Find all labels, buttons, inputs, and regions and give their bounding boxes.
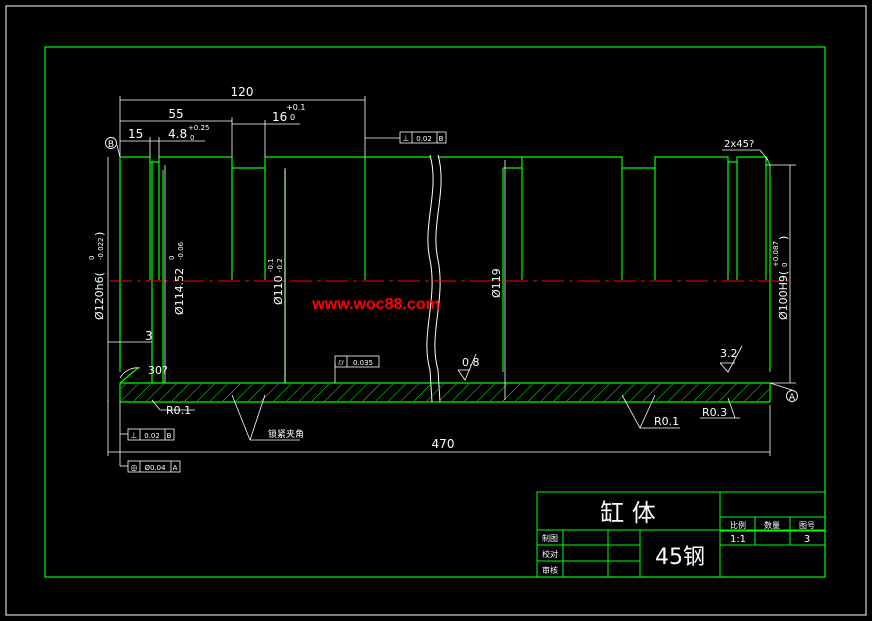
dia-110-tol-lower: -0.2 [276, 258, 284, 272]
fcf-cyl-symbol: ⌭ [338, 358, 344, 367]
fcf-top-datum: B [439, 135, 444, 143]
dia-120-tol-upper: 0 [88, 256, 96, 260]
dia-100-tol-upper: +0.087 [772, 241, 780, 267]
title-row-checked: 校对 [542, 549, 558, 559]
fcf-bl-symbol: ⊥ [131, 431, 138, 440]
datum-b-label: B [108, 140, 114, 150]
dia-120: Ø120h6( [93, 272, 106, 320]
title-part-name: 缸 体 [600, 499, 656, 527]
dia-100: Ø100H9( [777, 271, 790, 320]
fcf-top-symbol: ⊥ [403, 134, 410, 143]
fcf-conc-symbol: ◎ [131, 463, 138, 472]
title-scale-label: 比例 [730, 520, 746, 530]
chamfer-label: 2x45? [724, 139, 754, 150]
title-block [536, 491, 826, 578]
fcf-conc-value: Ø0.04 [144, 464, 166, 472]
dim-16-tol-upper: +0.1 [286, 103, 305, 112]
dia-120-close: ) [93, 232, 106, 236]
title-material: 45钢 [655, 545, 705, 570]
dia-114-tol-lower: -0.06 [177, 241, 185, 260]
dim-16: 16 [272, 110, 287, 124]
dim-16-tol-lower: 0 [290, 113, 295, 122]
fcf-top-value: 0.02 [416, 135, 432, 143]
break-line-2 [434, 154, 442, 403]
title-row-approved: 审核 [542, 565, 558, 575]
dimension-lines [107, 96, 796, 467]
title-drawing-no-label: 图号 [799, 521, 815, 530]
sheet-border [5, 5, 867, 616]
radius-left: R0.1 [166, 404, 191, 417]
fcf-bl-value: 0.02 [144, 432, 160, 440]
radius-mid: R0.1 [654, 415, 679, 428]
dia-110: Ø110 [272, 275, 285, 305]
leader-note: 锁紧夹角 [268, 428, 304, 440]
part-outline [119, 156, 771, 403]
dim-4-8-tol-lower: 0 [190, 134, 194, 142]
title-drawing-no-value: 3 [804, 534, 810, 545]
dim-470: 470 [432, 437, 455, 451]
fcf-conc-datum: A [173, 464, 178, 472]
dim-120: 120 [231, 85, 254, 99]
title-qty-label: 数量 [764, 520, 780, 530]
title-row-drawn: 制图 [542, 533, 558, 543]
datum-a-marker [786, 390, 798, 402]
dia-119: Ø119 [490, 268, 503, 298]
watermark: www.woc88.com [311, 296, 439, 313]
title-scale-value: 1:1 [730, 534, 746, 545]
fcf-bl-datum: B [167, 432, 172, 440]
datum-a-label: A [789, 393, 796, 403]
dia-114-tol-upper: 0 [168, 256, 176, 260]
radius-right: R0.3 [702, 406, 727, 419]
dim-15: 15 [128, 127, 143, 141]
dim-3: 3 [145, 329, 153, 343]
datum-b-marker [105, 137, 117, 149]
roughness-32: 3.2 [720, 347, 738, 360]
break-line [426, 154, 434, 403]
dia-114: Ø114.52 [173, 268, 186, 315]
drawing-frame [44, 46, 826, 578]
dim-4-8: 4.8 [168, 127, 187, 141]
dia-110-tol-upper: -0.1 [267, 258, 275, 272]
angle-30: 30? [148, 364, 168, 377]
dim-4-8-tol-upper: +0.25 [188, 124, 209, 132]
fcf-cyl-value: 0.035 [353, 359, 373, 367]
dim-55: 55 [168, 107, 183, 121]
dia-100-tol-lower: 0 [781, 263, 789, 267]
dia-100-close: ) [777, 236, 790, 240]
roughness-08: 0.8 [462, 356, 480, 369]
dia-120-tol-lower: -0.022 [97, 237, 105, 260]
feature-control-frames [127, 131, 447, 473]
hatched-wall-section [121, 384, 769, 401]
